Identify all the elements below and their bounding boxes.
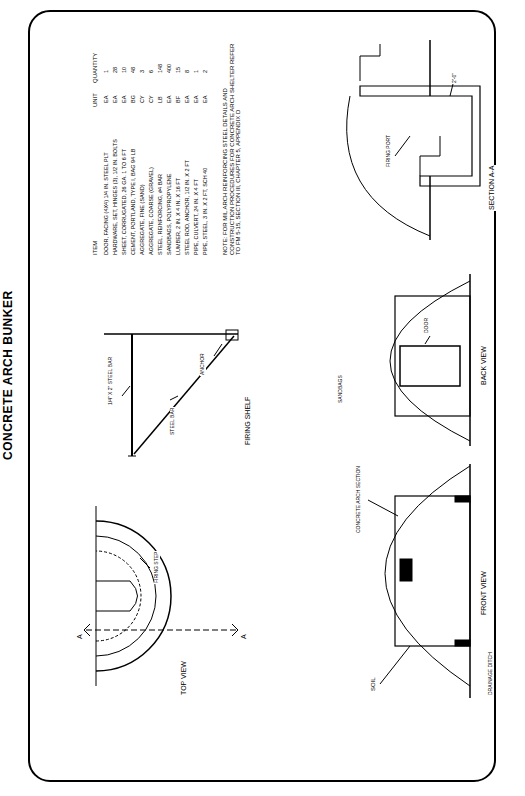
table-cell: SANDBAGS, POLYPROPYLENE bbox=[166, 172, 172, 256]
table-cell: CEMENT, PORTLAND, TYPE I, BAG 94 LB bbox=[130, 148, 136, 256]
table-cell: LB bbox=[157, 95, 163, 104]
table-cell: CY bbox=[148, 94, 154, 104]
table-cell: STEEL ROD, ANCHOR, 1/2 IN. X 2 FT bbox=[184, 159, 190, 256]
part-label: SANDBAGS bbox=[338, 374, 344, 404]
view-title: TOP VIEW bbox=[180, 660, 188, 696]
table-cell: 2 bbox=[202, 69, 208, 74]
part-label: DRAINAGE DITCH bbox=[488, 651, 494, 696]
table-cell: 1 bbox=[103, 69, 109, 74]
table-cell: 400 bbox=[166, 63, 172, 74]
table-header: QUANTITY bbox=[92, 52, 99, 84]
part-label: CONCRETE ARCH SECTION bbox=[356, 465, 362, 534]
part-label: DOOR bbox=[424, 317, 430, 334]
table-header: ITEM bbox=[92, 240, 99, 256]
table-cell: HARDWARE, SET, HINGES (3), 1/2 IN. BOLTS bbox=[112, 138, 118, 256]
table-cell: 3 bbox=[139, 69, 145, 74]
section-view-drawing bbox=[347, 40, 480, 240]
table-cell: EA bbox=[166, 95, 172, 104]
dimension: 2'-0" bbox=[452, 72, 458, 84]
view-title: FRONT VIEW bbox=[480, 570, 488, 616]
table-cell: 48 bbox=[130, 66, 136, 74]
view-title: BACK VIEW bbox=[480, 345, 488, 386]
table-cell: STEEL, REINFORCING, #4 BAR bbox=[157, 173, 163, 256]
table-cell: 148 bbox=[157, 63, 163, 74]
sheet-title: CONCRETE ARCH BUNKER bbox=[2, 289, 15, 461]
table-cell: EA bbox=[103, 95, 109, 104]
table-cell: CY bbox=[139, 94, 145, 104]
part-label: 1/4" X 2" STEEL BAR bbox=[108, 356, 114, 406]
table-cell: AGGREGATE, FINE (SAND) bbox=[139, 184, 145, 257]
note-text: NOTE: FOR MIL ARCH REINFORCING STEEL DET… bbox=[222, 39, 242, 256]
front-view-drawing bbox=[368, 464, 470, 698]
top-view-drawing bbox=[84, 506, 238, 686]
view-title: FIRING SHELF bbox=[244, 396, 252, 446]
table-cell: 28 bbox=[112, 66, 118, 74]
part-label: ANCHOR bbox=[200, 352, 206, 376]
table-cell: LUMBER, 2 IN. X 4 IN. X 16 FT bbox=[175, 177, 181, 256]
part-label: STEEL BAR bbox=[170, 407, 176, 436]
table-cell: DOOR, FACING (4X4) 1/4 IN. STEEL PLT bbox=[103, 151, 109, 256]
part-label: SOIL bbox=[370, 676, 377, 692]
part-label: FIRING PORT bbox=[386, 134, 392, 168]
table-cell: AGGREGATE, COARSE (GRAVEL) bbox=[148, 166, 154, 256]
table-cell: 15 bbox=[175, 66, 181, 74]
view-title: SECTION A-A bbox=[488, 165, 496, 211]
table-cell: SHEET, CORRUGATED, 26 GA. 1 TO 6 FT bbox=[121, 148, 127, 256]
table-cell: 8 bbox=[184, 69, 190, 74]
table-cell: 1 bbox=[193, 69, 199, 74]
table-cell: BG bbox=[130, 94, 136, 104]
part-label: FIRING STEP bbox=[154, 551, 160, 584]
table-cell: EA bbox=[184, 95, 190, 104]
page-border bbox=[28, 10, 496, 782]
table-cell: EA bbox=[112, 95, 118, 104]
table-cell: EA bbox=[202, 95, 208, 104]
table-cell: EA bbox=[193, 95, 199, 104]
section-mark: A bbox=[240, 633, 248, 640]
table-cell: PIPE, STEEL, 3 IN. X 2 FT, SCH 40 bbox=[202, 167, 208, 256]
table-cell: BF bbox=[175, 95, 181, 104]
table-cell: PIPE, CULVERT, 24 IN. X 4 FT bbox=[193, 178, 199, 256]
table-header: UNIT bbox=[92, 92, 99, 108]
table-cell: EA bbox=[121, 95, 127, 104]
table-cell: 10 bbox=[121, 66, 127, 74]
back-view-drawing bbox=[390, 274, 470, 446]
section-mark: A bbox=[76, 633, 84, 640]
table-cell: 6 bbox=[148, 69, 154, 74]
firing-shelf-drawing bbox=[104, 330, 238, 456]
